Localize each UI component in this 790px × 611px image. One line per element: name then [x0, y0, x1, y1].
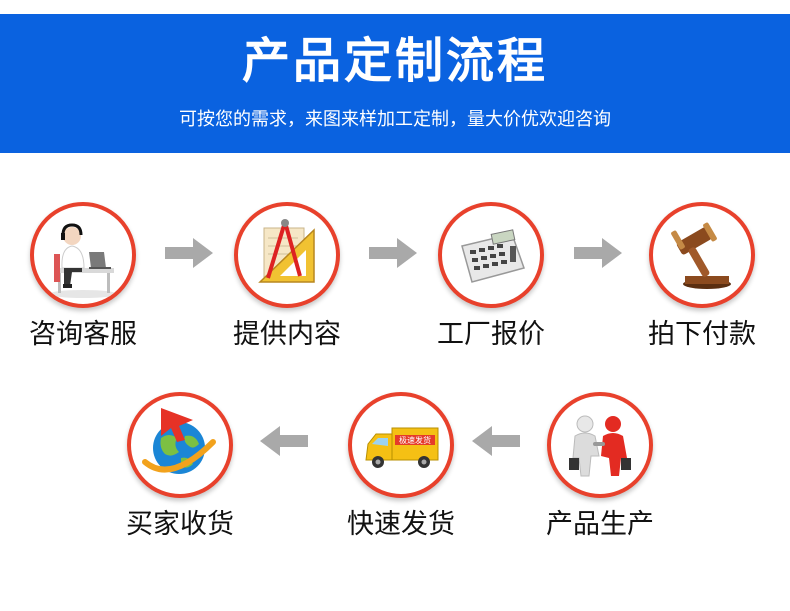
delivery-truck-icon: 极速发货 — [365, 427, 439, 468]
customer-service-icon — [49, 223, 117, 298]
handshake-icon — [569, 415, 631, 477]
step-circle — [547, 392, 653, 498]
step-consult: 咨询客服 — [0, 202, 168, 382]
step-receive: 买家收货 — [95, 392, 265, 572]
step-circle — [438, 202, 544, 308]
step-label: 提供内容 — [233, 319, 341, 350]
step-circle — [30, 202, 136, 308]
step-label: 产品生产 — [546, 509, 654, 540]
step-label: 快速发货 — [347, 509, 455, 540]
step-circle — [127, 392, 233, 498]
arrow-left-icon — [256, 424, 312, 458]
arrow-right-icon — [161, 236, 217, 270]
step-provide-content: 提供内容 — [202, 202, 372, 382]
gavel-icon — [671, 222, 731, 289]
arrow-right-icon — [365, 236, 421, 270]
page-title: 产品定制流程 — [241, 33, 548, 89]
header-banner: 产品定制流程 可按您的需求，来图来样加工定制，量大价优欢迎咨询 — [0, 14, 790, 153]
globe-icon — [142, 408, 216, 474]
page-subtitle: 可按您的需求，来图来样加工定制，量大价优欢迎咨询 — [179, 109, 611, 130]
calculator-icon — [461, 229, 525, 283]
step-pay: 拍下付款 — [617, 202, 787, 382]
drafting-tools-icon — [258, 219, 315, 283]
arrow-right-icon — [570, 236, 626, 270]
step-label: 买家收货 — [126, 509, 234, 540]
step-circle — [234, 202, 340, 308]
arrow-left-icon — [468, 424, 524, 458]
step-label: 拍下付款 — [648, 319, 756, 350]
step-circle — [649, 202, 755, 308]
step-label: 咨询客服 — [29, 319, 137, 350]
step-shipping: 极速发货 快速发货 — [316, 392, 486, 572]
step-factory-quote: 工厂报价 — [406, 202, 576, 382]
truck-sign: 极速发货 — [399, 435, 431, 445]
step-circle: 极速发货 — [348, 392, 454, 498]
step-label: 工厂报价 — [437, 319, 545, 350]
step-production: 产品生产 — [515, 392, 685, 572]
